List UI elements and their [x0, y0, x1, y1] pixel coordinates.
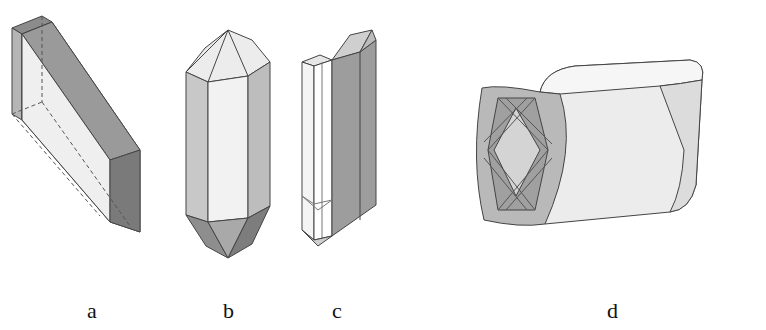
crystal-b	[186, 30, 270, 258]
crystal-c	[302, 30, 376, 246]
figure-letter: c	[332, 300, 342, 322]
figure-letter: d	[607, 300, 618, 322]
figure-letter: b	[223, 300, 234, 322]
crystal-a	[12, 16, 140, 232]
crystal-d	[476, 60, 702, 225]
figure-letter: a	[87, 300, 97, 322]
